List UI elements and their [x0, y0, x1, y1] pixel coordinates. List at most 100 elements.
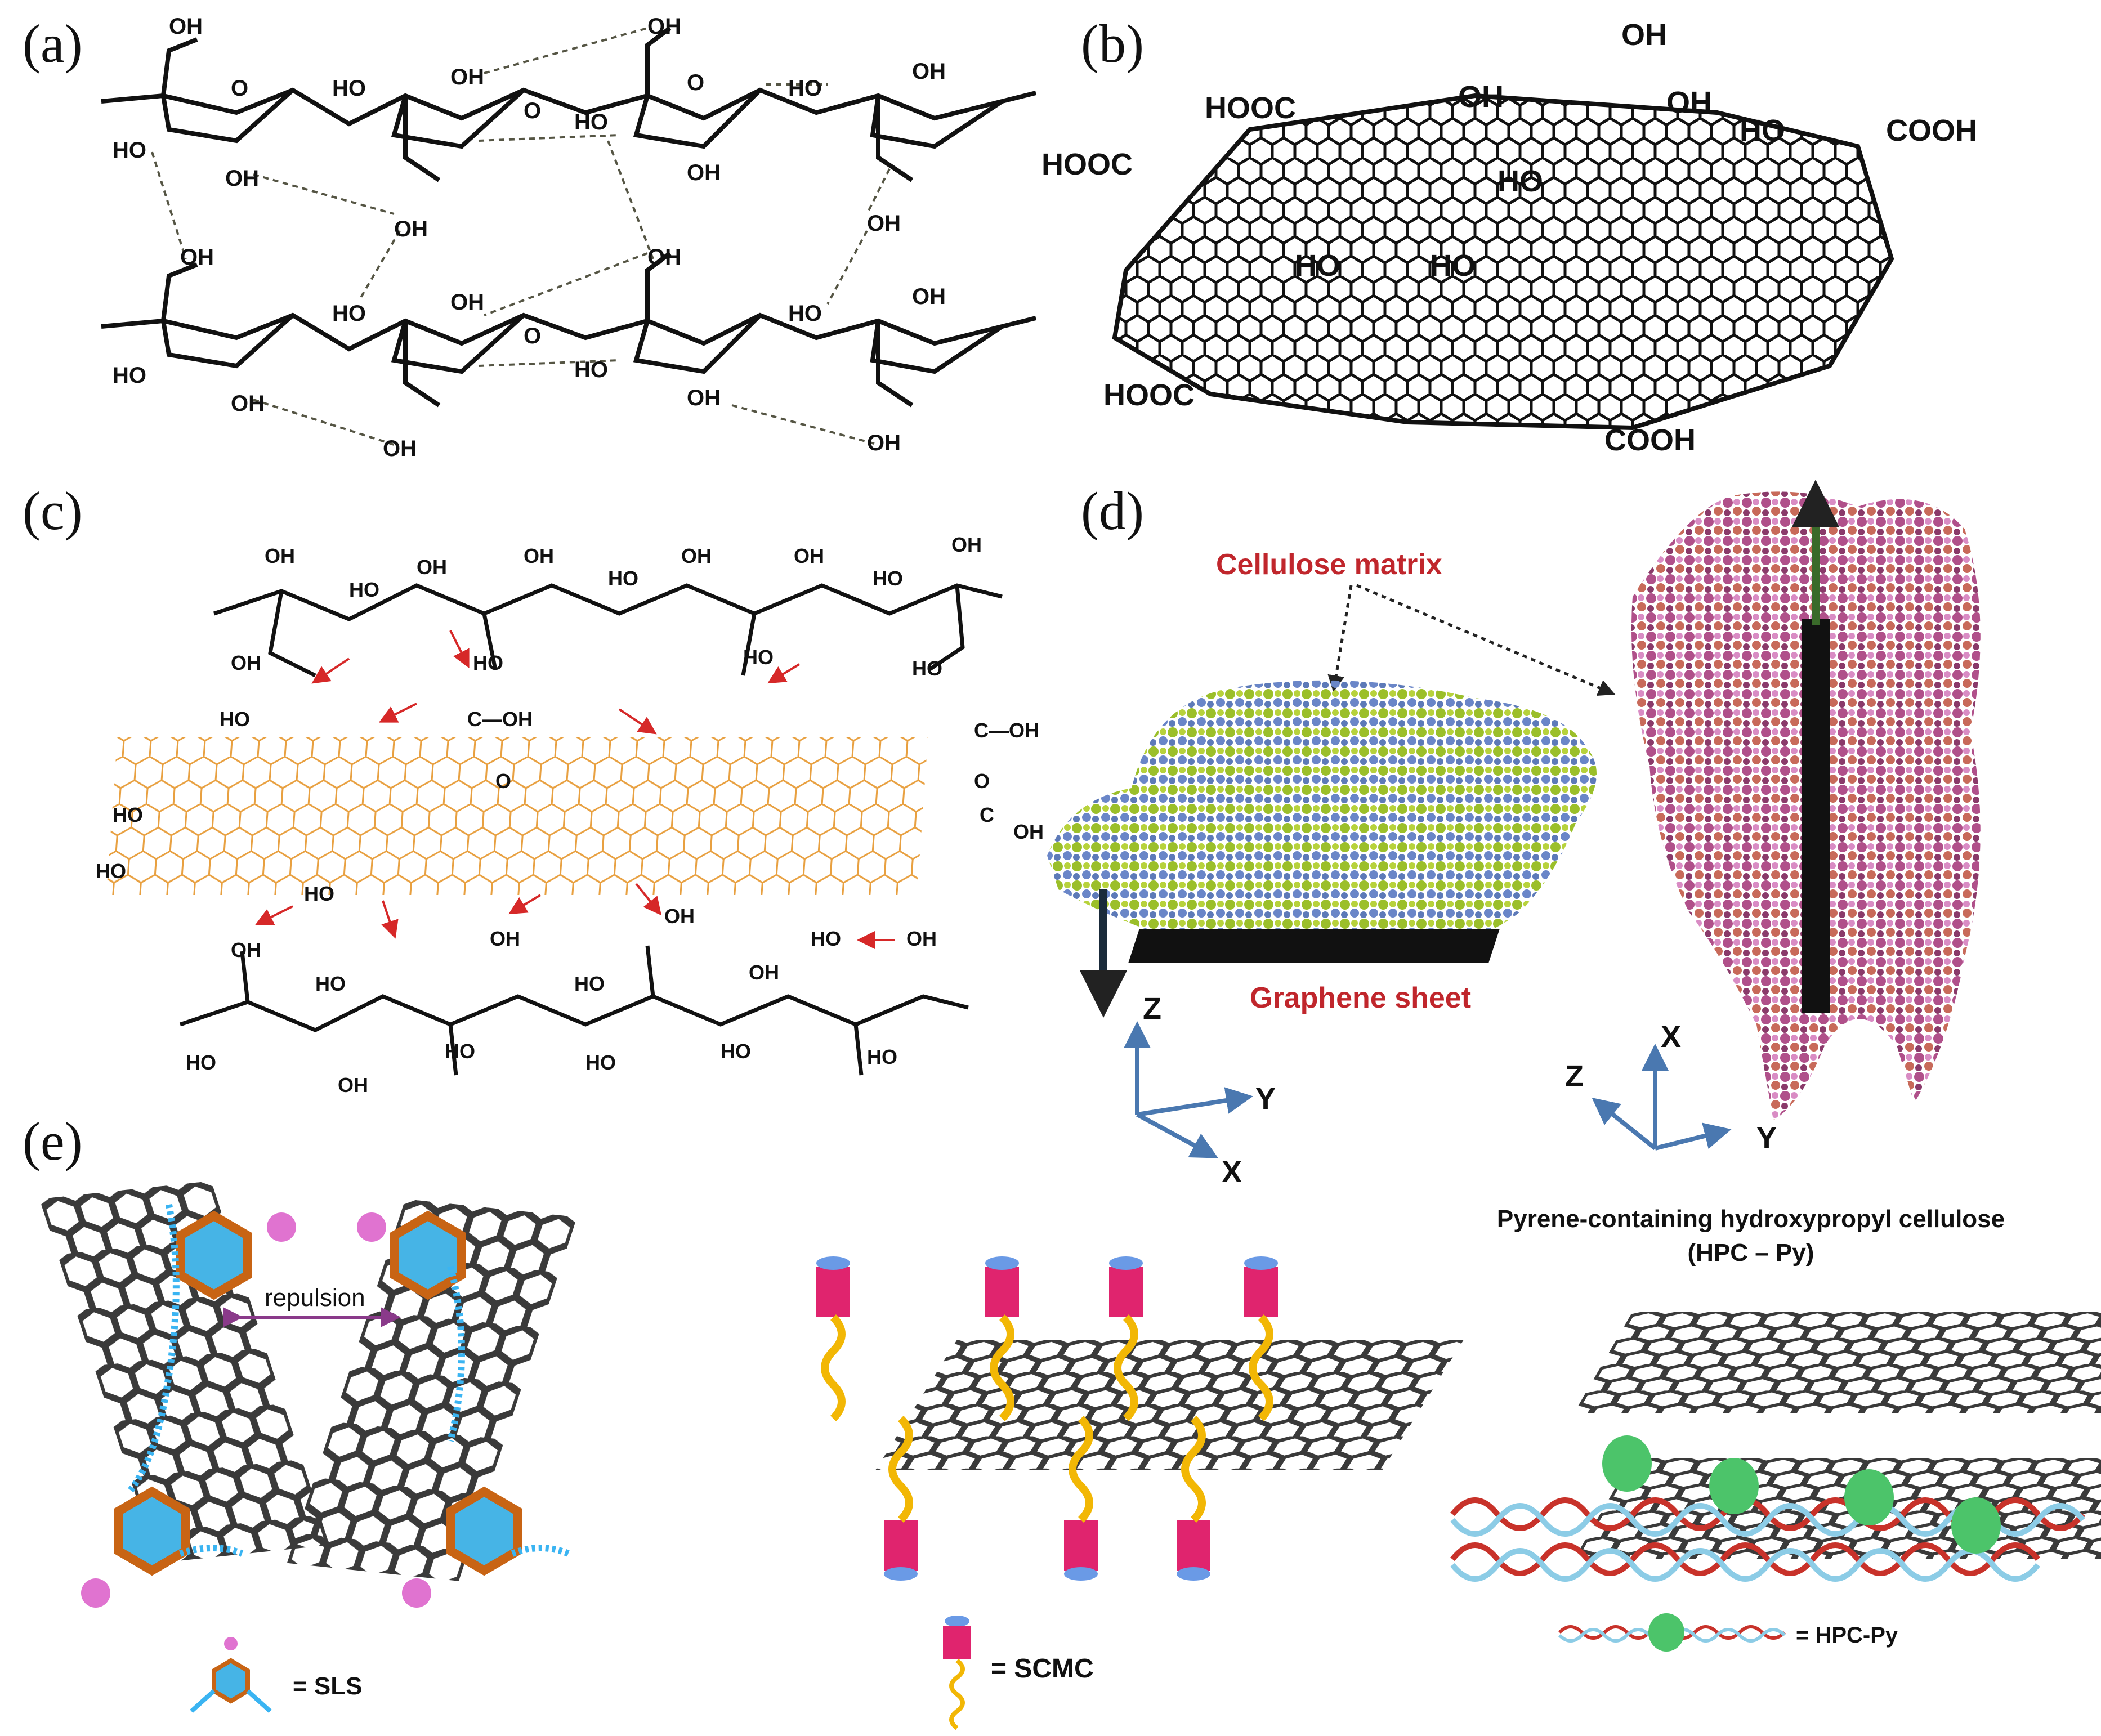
svg-text:HO: HO	[608, 567, 638, 590]
svg-text:OH: OH	[490, 927, 520, 950]
panel-b-graphene-oxide: OH HOOC OH OH HOOC HO COOH HO HO HO HOOC…	[1041, 18, 1977, 457]
scmc-legend: = SCMC	[943, 1616, 1094, 1730]
svg-text:HO: HO	[788, 301, 822, 326]
panel-d-md-simulation: Cellulose matrix Graphene sheet Z Y X X …	[1047, 480, 1981, 1189]
svg-text:HOOC: HOOC	[1205, 91, 1296, 125]
hpc-py-chains	[1450, 1435, 2085, 1582]
svg-text:OH: OH	[664, 905, 695, 928]
graphene-sheet-d	[1128, 929, 1500, 963]
svg-text:= HPC-Py: = HPC-Py	[1796, 1623, 1898, 1648]
panel-label-b: (b)	[1081, 14, 1144, 74]
svg-text:HO: HO	[574, 972, 605, 995]
svg-text:OH: OH	[225, 166, 259, 191]
svg-text:OH: OH	[1458, 80, 1504, 114]
panel-label-c: (c)	[23, 481, 83, 541]
axis-y-left: Y	[1255, 1082, 1276, 1116]
svg-text:OH: OH	[450, 290, 484, 315]
sls-sheet-right	[287, 1199, 578, 1581]
svg-text:OH: OH	[1013, 820, 1044, 843]
panel-c-go-cellulose-interaction: OH OH OH OH OH OH HO HO HO OH HO HO HO H…	[96, 533, 1044, 1097]
svg-text:HO: HO	[873, 567, 903, 590]
svg-text:HO: HO	[1295, 249, 1340, 283]
graphene-sheet-vertical	[1802, 619, 1830, 1013]
svg-text:HO: HO	[315, 972, 346, 995]
svg-text:HO: HO	[304, 882, 334, 905]
hpc-title-line2: (HPC – Py)	[1688, 1239, 1814, 1267]
hydrogen-bonds-a	[151, 27, 891, 446]
hpc-top-sheet	[1574, 1312, 2101, 1413]
sls-molecules	[81, 1203, 570, 1608]
panel-label-d: (d)	[1081, 481, 1144, 541]
chemical-labels-a: OH O HO OH OH O HO OH HO OH O HO OH OH O…	[113, 14, 946, 461]
cellulose-chain-c-top	[213, 583, 1003, 678]
svg-text:OH: OH	[912, 59, 946, 84]
matrix-pointer-right	[1356, 584, 1616, 696]
svg-text:OH: OH	[231, 938, 261, 961]
svg-text:OH: OH	[1621, 18, 1667, 52]
panel-e-dispersion-mechanisms: repulsion = SLS = SCMC Pyrene-cont	[39, 1180, 2101, 1730]
svg-text:O: O	[495, 769, 511, 793]
svg-text:O: O	[974, 769, 990, 793]
svg-text:OH: OH	[180, 245, 214, 270]
svg-text:HO: HO	[445, 1040, 475, 1063]
svg-text:HO: HO	[574, 110, 608, 135]
svg-text:OH: OH	[394, 217, 428, 241]
svg-text:OH: OH	[231, 391, 265, 416]
svg-text:O: O	[687, 70, 704, 95]
panel-label-e: (e)	[23, 1111, 83, 1171]
axes-left	[1124, 1021, 1253, 1158]
sls-legend: = SLS	[190, 1637, 363, 1713]
cellulose-matrix-label: Cellulose matrix	[1216, 548, 1442, 581]
svg-text:HO: HO	[473, 651, 503, 674]
svg-text:OH: OH	[749, 961, 779, 984]
svg-text:HO: HO	[1497, 164, 1543, 198]
svg-text:HO: HO	[220, 708, 250, 731]
go-sheet-orange	[106, 737, 928, 895]
cellulose-chain-bottom	[101, 251, 1036, 408]
svg-text:HO: HO	[186, 1051, 216, 1074]
svg-text:HOOC: HOOC	[1041, 147, 1133, 181]
svg-text:OH: OH	[338, 1073, 368, 1097]
svg-text:OH: OH	[687, 386, 721, 410]
scmc-graphene-sheet	[875, 1340, 1464, 1470]
hpc-title-line1: Pyrene-containing hydroxypropyl cellulos…	[1497, 1205, 2005, 1233]
svg-text:HO: HO	[113, 363, 146, 388]
svg-text:C—OH: C—OH	[974, 719, 1039, 742]
svg-text:HO: HO	[113, 138, 146, 163]
interaction-arrows-c	[254, 630, 895, 949]
svg-text:HO: HO	[113, 803, 143, 826]
svg-text:HO: HO	[349, 578, 379, 601]
axis-z-left: Z	[1143, 992, 1161, 1026]
panel-a-cellulose-structure: OH O HO OH OH O HO OH HO OH O HO OH OH O…	[101, 14, 1036, 461]
svg-text:O: O	[524, 324, 541, 348]
axis-x-left: X	[1222, 1155, 1242, 1189]
chemical-labels-c: OH OH OH OH OH OH HO HO HO OH HO HO HO H…	[96, 533, 1044, 1097]
svg-text:HOOC: HOOC	[1103, 378, 1195, 412]
svg-text:OH: OH	[647, 14, 681, 39]
svg-text:OH: OH	[867, 211, 901, 236]
svg-text:OH: OH	[231, 651, 261, 674]
svg-text:OH: OH	[383, 436, 417, 461]
graphene-sheet-label: Graphene sheet	[1250, 982, 1471, 1014]
svg-text:HO: HO	[1430, 249, 1476, 283]
svg-text:OH: OH	[450, 65, 484, 90]
repulsion-label: repulsion	[265, 1284, 365, 1312]
svg-text:HO: HO	[96, 860, 126, 883]
svg-text:OH: OH	[265, 544, 295, 567]
axes-right	[1592, 1044, 1732, 1151]
svg-text:OH: OH	[417, 556, 447, 579]
cellulose-chain-c-bottom	[179, 945, 969, 1076]
svg-text:OH: OH	[687, 160, 721, 185]
axis-z-right: Z	[1565, 1059, 1584, 1093]
svg-text:= SCMC: = SCMC	[991, 1654, 1094, 1684]
svg-text:C—OH: C—OH	[467, 708, 533, 731]
svg-text:HO: HO	[332, 301, 366, 326]
svg-text:HO: HO	[811, 927, 841, 950]
matrix-pointer-left	[1327, 585, 1353, 692]
svg-text:OH: OH	[951, 533, 982, 556]
cellulose-cluster-green	[1047, 680, 1597, 952]
svg-text:O: O	[231, 76, 248, 101]
panel-label-a: (a)	[23, 14, 83, 74]
svg-text:HO: HO	[574, 357, 608, 382]
